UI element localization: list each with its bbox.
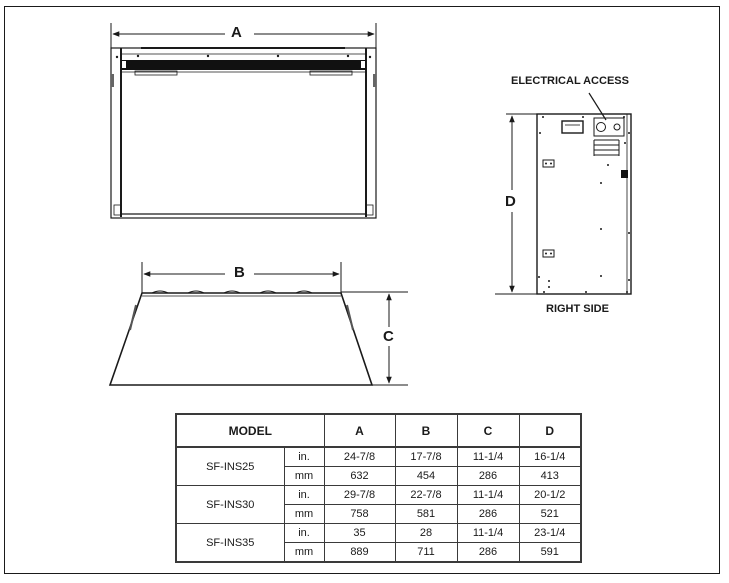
value-a: 35 <box>323 523 396 543</box>
unit-cell: in. <box>283 485 325 505</box>
table-row: SF-INS25 in. 24-7/8 17-7/8 11-1/4 16-1/4 <box>175 446 582 486</box>
page-border <box>4 6 720 574</box>
value-a: 889 <box>323 542 396 563</box>
model-name: SF-INS35 <box>175 523 285 563</box>
value-b: 711 <box>394 542 458 563</box>
unit-cell: in. <box>283 446 325 467</box>
value-b: 17-7/8 <box>394 446 458 467</box>
value-a: 29-7/8 <box>323 485 396 505</box>
value-c: 286 <box>456 466 520 486</box>
model-name: SF-INS25 <box>175 446 285 486</box>
dimension-b-label: B <box>234 264 245 281</box>
value-b: 454 <box>394 466 458 486</box>
value-b: 22-7/8 <box>394 485 458 505</box>
dimension-c-label: C <box>383 328 394 345</box>
value-d: 591 <box>518 542 582 563</box>
unit-cell: mm <box>283 542 325 563</box>
table-row: mm 889 711 286 591 <box>176 542 582 563</box>
header-c: C <box>456 413 520 448</box>
value-d: 20-1/2 <box>518 485 582 505</box>
header-b: B <box>394 413 458 448</box>
right-side-caption: RIGHT SIDE <box>546 303 609 315</box>
dimension-a-label: A <box>231 24 242 41</box>
value-a: 24-7/8 <box>323 446 396 467</box>
value-d: 16-1/4 <box>518 446 582 467</box>
front-view <box>110 23 377 219</box>
electrical-access-callout: ELECTRICAL ACCESS <box>511 75 629 87</box>
value-a: 632 <box>323 466 396 486</box>
model-name: SF-INS30 <box>175 485 285 524</box>
table-row: mm 632 454 286 413 <box>176 466 582 486</box>
unit-cell: in. <box>283 523 325 543</box>
dimension-d-label: D <box>505 193 516 210</box>
side-view <box>495 92 632 295</box>
header-a: A <box>323 413 396 448</box>
value-a: 758 <box>323 504 396 524</box>
value-d: 413 <box>518 466 582 486</box>
header-d: D <box>518 413 582 448</box>
value-d: 521 <box>518 504 582 524</box>
value-c: 11-1/4 <box>456 523 520 543</box>
table-row: SF-INS30 in. 29-7/8 22-7/8 11-1/4 20-1/2 <box>175 485 582 524</box>
value-b: 28 <box>394 523 458 543</box>
unit-cell: mm <box>283 504 325 524</box>
top-view <box>108 262 408 386</box>
value-b: 581 <box>394 504 458 524</box>
table-row: SF-INS35 in. 35 28 11-1/4 23-1/4 <box>175 523 582 563</box>
value-c: 286 <box>456 542 520 563</box>
dimensions-table: MODEL A B C D SF-INS25 in. 24-7/8 17-7/8… <box>175 413 582 563</box>
table-header-row: MODEL A B C D <box>175 413 582 448</box>
value-d: 23-1/4 <box>518 523 582 543</box>
unit-cell: mm <box>283 466 325 486</box>
value-c: 11-1/4 <box>456 485 520 505</box>
header-model: MODEL <box>175 413 325 448</box>
value-c: 11-1/4 <box>456 446 520 467</box>
value-c: 286 <box>456 504 520 524</box>
